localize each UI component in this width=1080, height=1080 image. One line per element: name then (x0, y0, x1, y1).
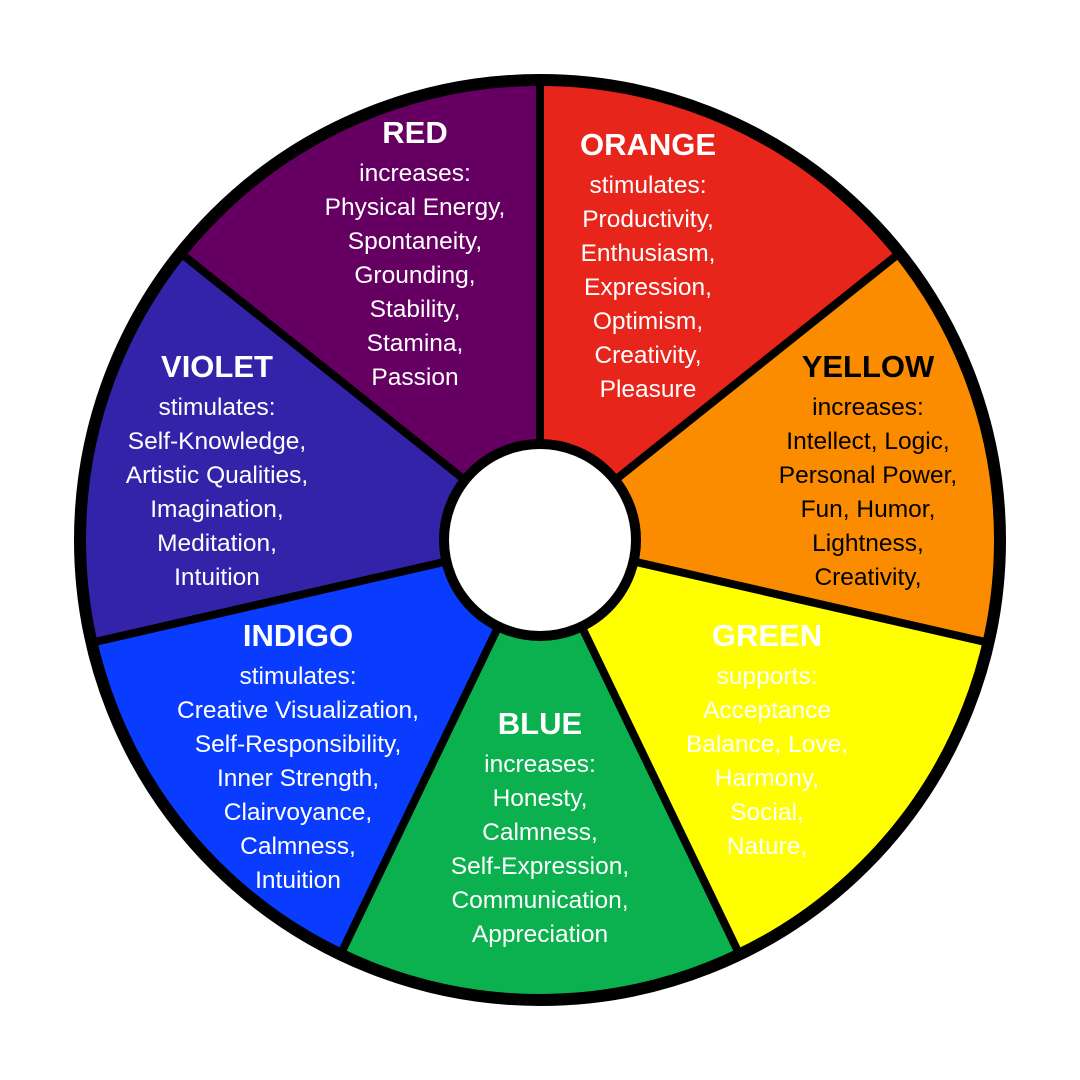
label-orange: ORANGE stimulates: Productivity, Enthusiasm… (580, 127, 716, 403)
yellow-verb: increases: (812, 394, 924, 421)
orange-item: Expression, (584, 274, 712, 301)
red-item: Passion (371, 364, 458, 391)
label-indigo: INDIGO stimulates: Creative Visualization,… (177, 618, 419, 894)
orange-item: Optimism, (593, 308, 703, 335)
green-verb: supports: (717, 663, 818, 690)
yellow-item: Intellect, Logic, (786, 428, 949, 455)
red-title: RED (382, 115, 447, 150)
indigo-item: Clairvoyance, (224, 799, 372, 826)
green-title: GREEN (712, 618, 822, 653)
blue-item: Communication, (451, 887, 628, 914)
yellow-item: Lightness, (812, 530, 924, 557)
green-item: Social, (730, 799, 804, 826)
violet-verb: stimulates: (158, 394, 275, 421)
violet-item: Imagination, (150, 496, 283, 523)
red-item: Stability, (370, 296, 461, 323)
red-item: Grounding, (354, 262, 475, 289)
green-item: Nature, (727, 833, 807, 860)
red-verb: increases: (359, 160, 471, 187)
green-item: Acceptance (703, 697, 831, 724)
center-hole (439, 439, 641, 641)
segment-green (340, 540, 740, 1001)
segment-violet (180, 80, 540, 540)
violet-item: Artistic Qualities, (126, 462, 308, 489)
indigo-verb: stimulates: (239, 663, 356, 690)
indigo-item: Self-Responsibility, (195, 731, 402, 758)
segment-red (540, 80, 900, 540)
green-item: Balance, Love, (686, 731, 848, 758)
label-violet: VIOLET stimulates: Self-Knowledge, Artistic… (126, 349, 308, 591)
orange-item: Productivity, (582, 206, 714, 233)
violet-item: Intuition (174, 564, 260, 591)
orange-item: Enthusiasm, (581, 240, 716, 267)
label-blue: BLUE increases: Honesty, Calmness, Self-Expr… (451, 706, 629, 948)
indigo-item: Creative Visualization, (177, 697, 419, 724)
blue-verb: increases: (484, 751, 596, 778)
blue-title: BLUE (498, 706, 582, 741)
indigo-item: Inner Strength, (217, 765, 379, 792)
label-yellow: YELLOW increases: Intellect, Logic, Persona… (779, 349, 957, 591)
blue-item: Appreciation (472, 921, 608, 948)
orange-verb: stimulates: (589, 172, 706, 199)
red-item: Physical Energy, (325, 194, 506, 221)
blue-item: Self-Expression, (451, 853, 629, 880)
green-item: Harmony, (715, 765, 819, 792)
segment-orange (540, 253, 1001, 643)
blue-item: Calmness, (482, 819, 598, 846)
red-item: Spontaneity, (348, 228, 482, 255)
violet-title: VIOLET (161, 349, 273, 384)
indigo-title: INDIGO (243, 618, 353, 653)
violet-item: Meditation, (157, 530, 277, 557)
segment-indigo (79, 253, 540, 643)
wheel-labels: RED increases: Physical Energy, Spontaneity… (126, 115, 957, 948)
orange-title: ORANGE (580, 127, 716, 162)
indigo-item: Calmness, (240, 833, 356, 860)
violet-item: Self-Knowledge, (128, 428, 306, 455)
indigo-item: Intuition (255, 867, 341, 894)
red-item: Stamina, (367, 330, 464, 357)
blue-item: Honesty, (493, 785, 588, 812)
yellow-item: Personal Power, (779, 462, 957, 489)
label-red: RED increases: Physical Energy, Spontaneity… (325, 115, 506, 391)
orange-item: Pleasure (600, 376, 697, 403)
yellow-item: Fun, Humor, (801, 496, 936, 523)
yellow-title: YELLOW (802, 349, 935, 384)
yellow-item: Creativity, (814, 564, 921, 591)
orange-item: Creativity, (594, 342, 701, 369)
